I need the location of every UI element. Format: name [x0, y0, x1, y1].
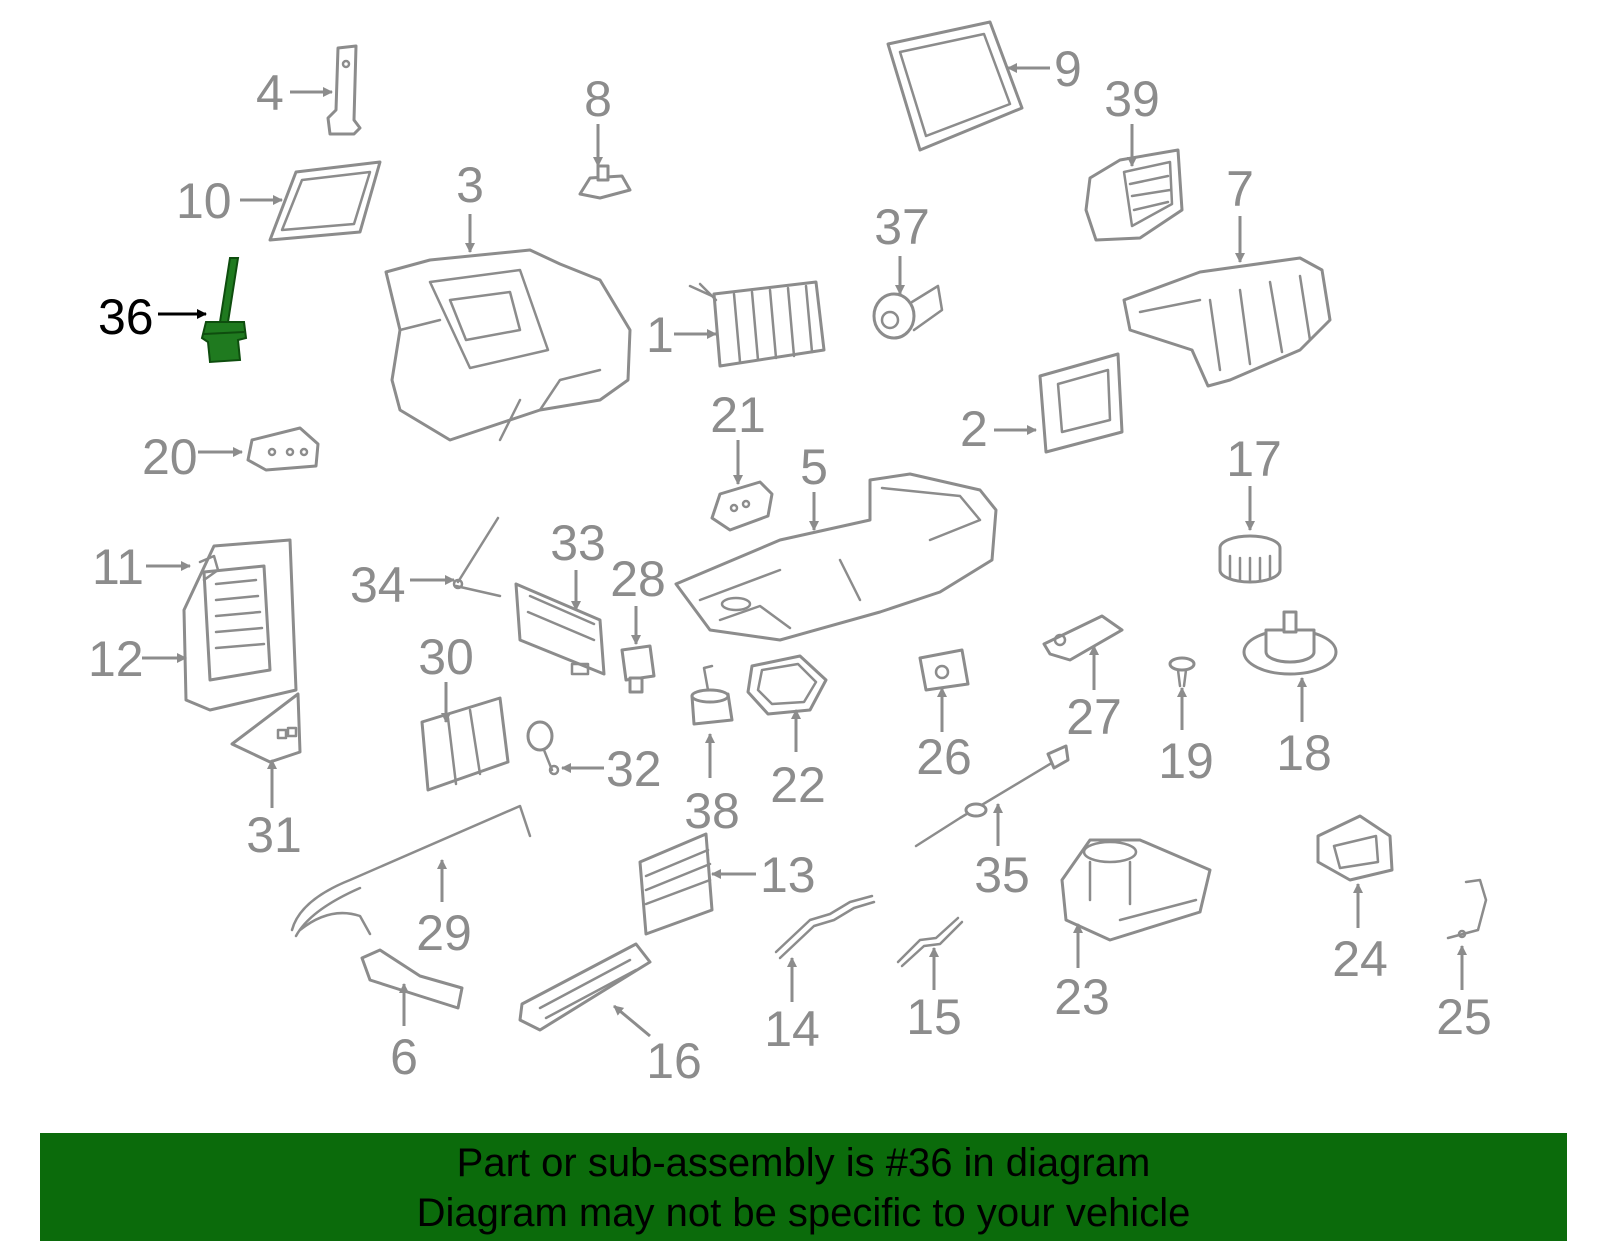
callout-20: 20: [142, 429, 198, 485]
callout-39: 39: [1104, 71, 1160, 127]
part-24-housing: [1316, 814, 1394, 882]
part-2-door: [1038, 352, 1124, 454]
banner-line-disclaimer: Diagram may not be specific to your vehi…: [416, 1191, 1191, 1235]
info-banner: Part or sub-assembly is #36 in diagram D…: [40, 1133, 1567, 1241]
part-4-bracket: [326, 44, 362, 136]
callout-17: 17: [1226, 431, 1282, 487]
part-22-gasket: [746, 654, 828, 716]
part-10-filter: [268, 160, 382, 242]
callout-14: 14: [764, 1001, 820, 1057]
part-29-harness: [290, 804, 532, 938]
callout-labels: 1 2 3 4 5 6 7 8 9 10 11 12 13 14 15 16 1…: [88, 41, 1492, 1089]
callout-33: 33: [550, 515, 606, 571]
part-20-gasket: [246, 426, 320, 472]
part-11-12-heater-core: [182, 538, 298, 712]
part-9-filter: [886, 20, 1024, 152]
part-8-connector: [578, 164, 632, 200]
part-36-sensor: [200, 257, 248, 364]
callout-13: 13: [760, 847, 816, 903]
part-6-bracket: [360, 948, 464, 1010]
callout-32: 32: [606, 741, 662, 797]
part-7-duct: [1122, 256, 1332, 388]
callout-38: 38: [684, 783, 740, 839]
part-34-rod: [452, 516, 502, 598]
part-5-case: [674, 472, 998, 642]
callout-27: 27: [1066, 689, 1122, 745]
callout-9: 9: [1054, 41, 1082, 97]
part-35-cable: [914, 744, 1070, 848]
part-37-motor: [872, 284, 944, 340]
part-33-module: [514, 582, 606, 676]
part-19-clip: [1168, 656, 1196, 688]
part-3-housing: [384, 248, 632, 442]
part-23-duct: [1060, 838, 1212, 942]
callout-4: 4: [256, 65, 284, 121]
part-17-wheel: [1218, 534, 1282, 584]
part-39-actuator: [1084, 148, 1184, 242]
callout-11: 11: [92, 539, 144, 595]
part-32-sensor: [526, 720, 560, 776]
part-18-blower-motor: [1242, 610, 1338, 676]
callout-36: 36: [98, 289, 154, 345]
callout-16: 16: [646, 1033, 702, 1089]
callout-25: 25: [1436, 989, 1492, 1045]
callout-29: 29: [416, 905, 472, 961]
callout-35: 35: [974, 847, 1030, 903]
callout-15: 15: [906, 989, 962, 1045]
part-38-sensor: [690, 664, 734, 726]
callout-21: 21: [710, 387, 766, 443]
part-30-module: [420, 696, 510, 792]
callout-24: 24: [1332, 931, 1388, 987]
callout-19: 19: [1158, 733, 1214, 789]
part-28-sensor: [620, 644, 656, 694]
callout-8: 8: [584, 71, 612, 127]
callout-6: 6: [390, 1029, 418, 1085]
part-16-vent: [518, 942, 652, 1032]
callout-1: 1: [646, 307, 674, 363]
callout-22: 22: [770, 757, 826, 813]
callout-18: 18: [1276, 725, 1332, 781]
callout-37: 37: [874, 199, 930, 255]
part-21-seal: [710, 480, 774, 532]
callout-2: 2: [960, 401, 988, 457]
part-27-actuator: [1042, 614, 1124, 662]
callout-10: 10: [176, 173, 232, 229]
part-13-module: [638, 832, 714, 936]
callout-34: 34: [350, 557, 406, 613]
part-15-hose: [896, 916, 964, 968]
callout-12: 12: [88, 631, 144, 687]
callout-31: 31: [246, 807, 302, 863]
part-14-hose: [774, 894, 876, 960]
callout-5: 5: [800, 439, 828, 495]
callout-26: 26: [916, 729, 972, 785]
callout-23: 23: [1054, 969, 1110, 1025]
callout-3: 3: [456, 157, 484, 213]
part-1-evaporator: [688, 280, 826, 368]
banner-line-part: Part or sub-assembly is #36 in diagram: [456, 1141, 1151, 1185]
callout-7: 7: [1226, 161, 1254, 217]
callout-30: 30: [418, 629, 474, 685]
part-26-bracket: [918, 648, 970, 692]
leader-arrows: [142, 63, 1467, 1038]
part-25-bracket: [1446, 878, 1488, 940]
parts-diagram: 1 2 3 4 5 6 7 8 9 10 11 12 13 14 15 16 1…: [88, 20, 1492, 1089]
callout-28: 28: [610, 551, 666, 607]
part-31-bracket: [230, 692, 302, 764]
